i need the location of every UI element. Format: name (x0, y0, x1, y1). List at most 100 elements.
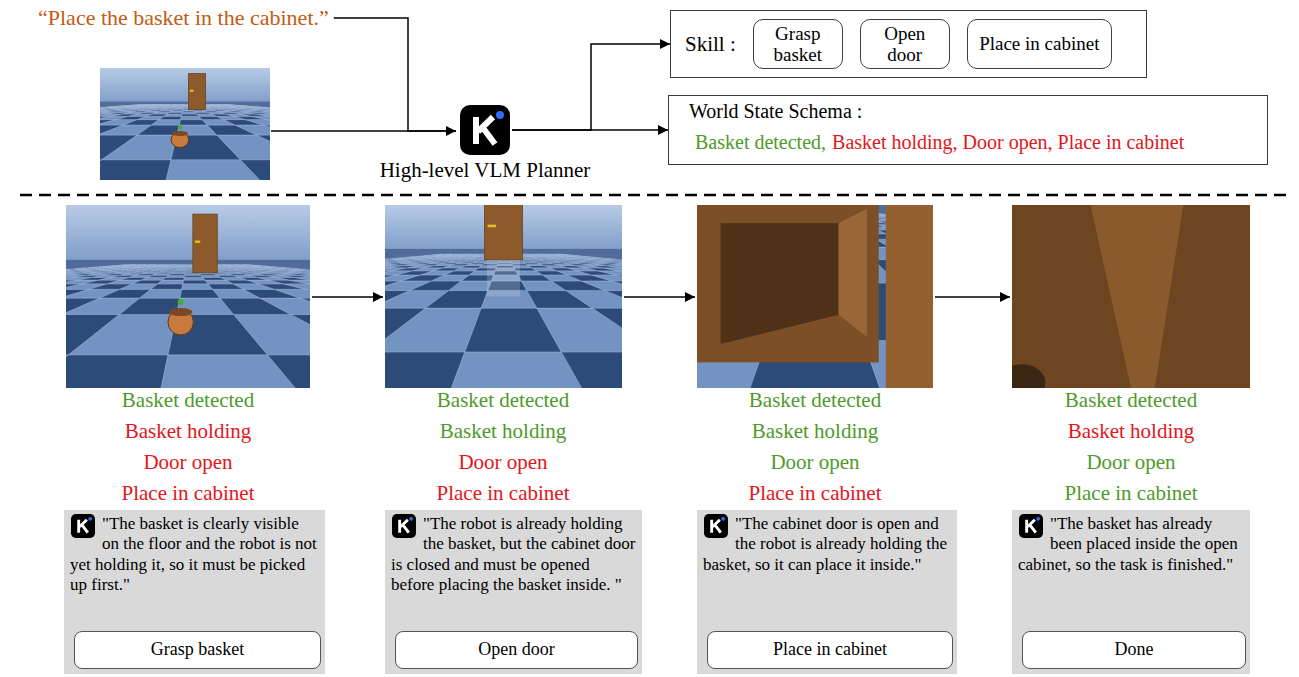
floor-tile (181, 104, 185, 105)
floor-tile (180, 104, 184, 105)
floor-tile (153, 112, 170, 114)
floor-tile (179, 105, 184, 106)
floor-tile (177, 104, 181, 105)
floor-tile (243, 264, 251, 265)
floor-tile (185, 274, 201, 276)
floor-tile (166, 268, 177, 270)
sequence-arrow (312, 296, 383, 298)
door-handle (190, 90, 194, 92)
floor-tile (176, 264, 182, 265)
floor-tile (142, 277, 167, 280)
floor-tile (164, 114, 182, 116)
floor-tile (556, 254, 563, 255)
checker-floor (66, 265, 310, 388)
floor-tile (268, 355, 311, 388)
floor-tile (187, 265, 193, 266)
floor-tile (172, 110, 183, 111)
floor-tile (69, 314, 177, 354)
floor-tile (174, 270, 186, 272)
floor-tile (592, 308, 622, 352)
floor-tile (178, 267, 186, 268)
floor-tile (179, 266, 187, 267)
floor-tile (180, 266, 187, 267)
floor-tile (161, 264, 167, 265)
floor-tile (182, 264, 187, 265)
scene-image (385, 205, 622, 388)
floor-tile (176, 268, 186, 270)
floor-tile (152, 120, 181, 125)
floor-tile (297, 275, 310, 277)
floor-tile (182, 284, 213, 290)
floor-tile (561, 352, 622, 388)
floor-tile (235, 125, 270, 135)
floor-tile (179, 105, 184, 106)
floor-tile (177, 106, 184, 107)
scene-image (697, 205, 933, 388)
floor-tile (184, 275, 202, 277)
floor-tile (260, 298, 310, 314)
floor-tile (591, 275, 622, 281)
floor-tile (172, 271, 185, 272)
floor-tile (187, 266, 194, 267)
floor-tile (175, 269, 186, 271)
floor-tile (148, 275, 169, 277)
floor-tile (449, 281, 492, 291)
sequence-arrow (935, 296, 1010, 298)
floor-tile (176, 265, 182, 266)
floor-tile (158, 280, 184, 284)
door (188, 74, 205, 110)
floor-tile (175, 107, 183, 109)
scene-image (100, 68, 270, 180)
door-handle (488, 225, 496, 228)
sky (100, 68, 270, 104)
separator-line (20, 194, 1290, 197)
floor-tile (470, 262, 486, 263)
scene-image (66, 205, 310, 388)
floor-tile (274, 289, 310, 298)
floor-tile (240, 160, 270, 180)
floor-tile (177, 268, 187, 270)
floor-tile (159, 116, 181, 119)
floor-tile (182, 112, 197, 114)
floor-tile (183, 280, 208, 284)
floor-tile (385, 308, 481, 352)
floor-tile (611, 281, 622, 291)
floor-tile (263, 125, 270, 135)
floor-tile (259, 112, 270, 114)
floor-tile (100, 160, 171, 180)
door-handle (195, 241, 200, 243)
floor-tile (167, 268, 177, 270)
floor-tile (66, 355, 168, 388)
floor-tile (267, 120, 270, 125)
floor-tile (454, 268, 479, 271)
basket-rim (172, 131, 188, 136)
floor-tile (612, 262, 622, 263)
floor-tile (187, 265, 193, 266)
floor-tile (102, 135, 177, 160)
floor-tile (133, 280, 163, 284)
floor-tile (173, 109, 183, 111)
floor-tile (184, 104, 188, 105)
floor-tile (182, 114, 200, 116)
basket (171, 132, 189, 148)
floor-tile (184, 104, 188, 105)
floor-tile (605, 290, 622, 308)
floor-tile (181, 265, 187, 266)
floor-tile (217, 135, 270, 160)
floor-tile (173, 104, 177, 105)
floor-tile (183, 110, 194, 111)
floor-tile (178, 106, 184, 107)
floor-tile (289, 280, 310, 284)
target-marker (178, 125, 182, 129)
floor-tile (183, 111, 196, 112)
floor-tile (184, 104, 188, 105)
floor-tile (187, 265, 193, 266)
floor-tile (283, 284, 310, 290)
floor-tile (163, 277, 185, 280)
floor-tile (171, 264, 177, 265)
floor-tile (385, 352, 465, 388)
floor-tile (169, 104, 173, 105)
floor-tile (174, 108, 183, 110)
floor-tile (181, 265, 187, 266)
floor-tile (180, 105, 184, 106)
